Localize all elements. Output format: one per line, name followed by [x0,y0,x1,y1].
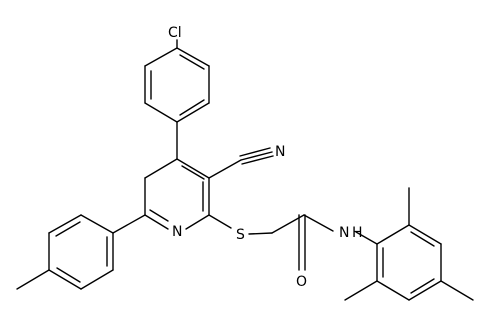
carbonyl-group [298,214,306,271]
chlorophenyl-ring [144,39,210,123]
tolyl-ring [16,214,146,290]
amide-nitrogen-label: N [339,225,349,241]
thioether-linkage [208,214,334,235]
nitrile-group [208,147,274,179]
mesityl-ring [344,187,474,301]
pyridine-ring [144,158,210,230]
amide-aryl-bond [355,231,378,245]
amide-hydrogen-label: H [352,225,363,241]
oxygen-atom-label: O [296,274,307,290]
sulfur-atom-label: S [236,227,245,243]
pyridine-nitrogen-label: N [172,224,182,240]
nitrile-nitrogen-label: N [275,144,285,160]
chlorine-atom-label: Cl [168,25,182,41]
